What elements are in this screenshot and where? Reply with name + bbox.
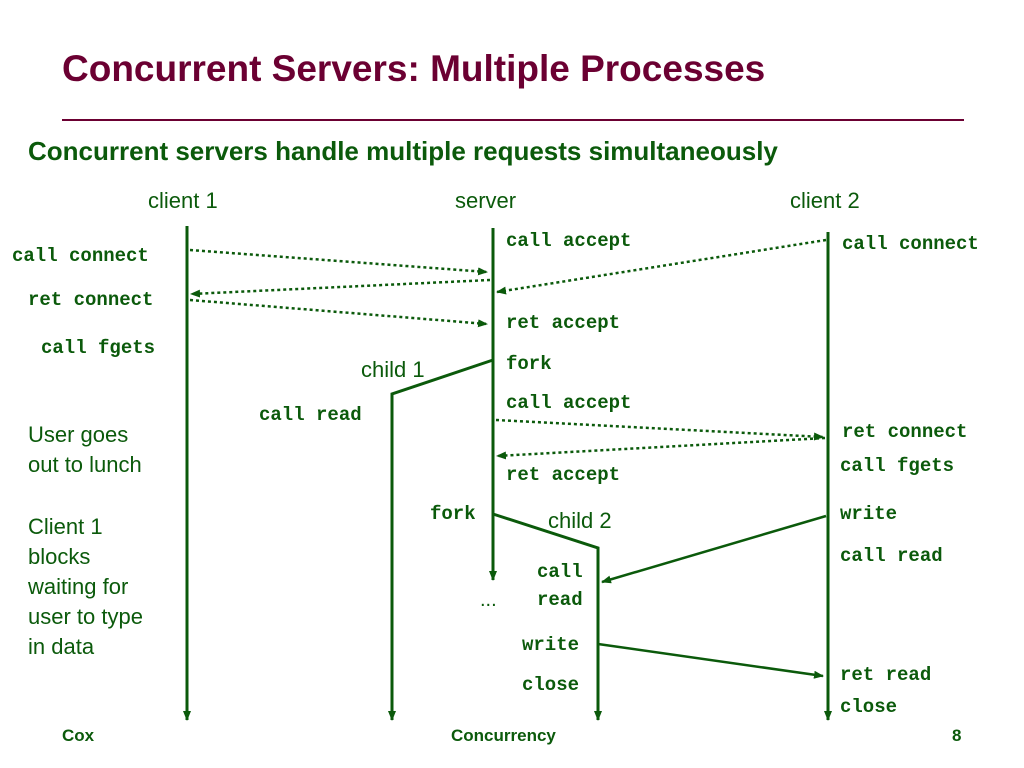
client2-call-fgets: call fgets [840, 455, 955, 477]
footer-page-number: 8 [952, 726, 962, 745]
footer-topic: Concurrency [451, 726, 556, 745]
client2-ret-connect: ret connect [842, 421, 968, 443]
slide-subtitle: Concurrent servers handle multiple reque… [28, 136, 778, 166]
note-line: in data [28, 634, 95, 659]
server-call-accept-2: call accept [506, 392, 632, 414]
client2-call-connect: call connect [842, 233, 979, 255]
server-fork-1: fork [506, 353, 552, 375]
client2-write: write [840, 503, 898, 525]
client1-ack-to-server [189, 298, 488, 328]
server-header: server [455, 188, 517, 213]
server-fork-2: fork [430, 503, 476, 525]
client1-connect-request [189, 248, 488, 276]
client1-ret-connect: ret connect [28, 289, 154, 311]
client1-call-connect: call connect [12, 245, 149, 267]
server-ellipsis: ... [480, 589, 497, 611]
child2-write-to-client2 [597, 642, 824, 679]
server-ret-accept-2: ret accept [506, 464, 621, 486]
child2-header: child 2 [548, 508, 612, 533]
child2-call: call [537, 561, 583, 583]
note-line: Client 1 [28, 514, 103, 539]
client2-connect-request [496, 238, 827, 295]
child1-fork-branch [388, 358, 494, 721]
client1-header: client 1 [148, 188, 218, 213]
footer-author: Cox [62, 726, 95, 745]
note-user-lunch: User goes out to lunch [28, 420, 142, 480]
note-client1-blocks: Client 1 blocks waiting for user to type… [28, 512, 143, 662]
note-line: blocks [28, 544, 91, 569]
client2-header: client 2 [790, 188, 860, 213]
note-line: out to lunch [28, 452, 142, 477]
child2-fork-branch [492, 512, 602, 721]
title-divider [62, 119, 964, 121]
server-ret-accept-1: ret accept [506, 312, 621, 334]
server-call-accept-1: call accept [506, 230, 632, 252]
client1-call-fgets: call fgets [41, 337, 156, 359]
slide-title: Concurrent Servers: Multiple Processes [62, 48, 766, 89]
client2-ack-to-server [496, 436, 826, 460]
client2-call-read: call read [840, 545, 943, 567]
child2-close: close [522, 674, 580, 696]
server-accept-reply-client1 [190, 278, 491, 298]
child1-call-read: call read [259, 404, 362, 426]
child2-read: read [537, 589, 583, 611]
child1-header: child 1 [361, 357, 425, 382]
note-line: User goes [28, 422, 129, 447]
client2-close: close [840, 696, 898, 718]
note-line: user to type [28, 604, 143, 629]
child2-write: write [522, 634, 580, 656]
note-line: waiting for [28, 574, 129, 599]
client2-ret-read: ret read [840, 664, 932, 686]
client2-write-to-child2 [601, 514, 827, 584]
server-accept-reply-client2 [495, 418, 824, 441]
